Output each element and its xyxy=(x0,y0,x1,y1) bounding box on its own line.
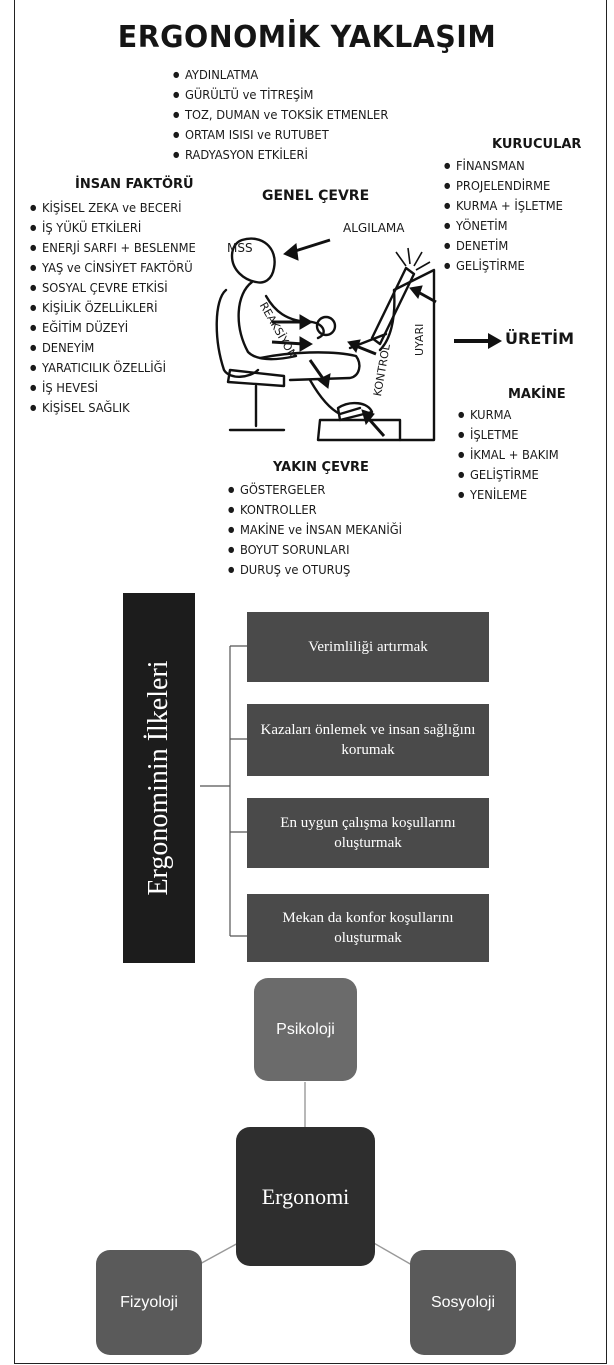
yakin-header: YAKIN ÇEVRE xyxy=(273,460,369,475)
list-item: GELİŞTİRME xyxy=(444,256,563,276)
principle-box-kaza: Kazaları önlemek ve insan sağlığını koru… xyxy=(247,704,489,776)
list-item: RADYASYON ETKİLERİ xyxy=(173,145,388,165)
list-item: İŞ HEVESİ xyxy=(30,378,196,398)
list-item: FİNANSMAN xyxy=(444,156,563,176)
principles-title: Ergonominin İlkeleri xyxy=(143,660,174,896)
list-item: KONTROLLER xyxy=(228,500,402,520)
list-item: TOZ, DUMAN ve TOKSİK ETMENLER xyxy=(173,105,388,125)
list-item: GÜRÜLTÜ ve TİTREŞİM xyxy=(173,85,388,105)
list-item: YAŞ ve CİNSİYET FAKTÖRÜ xyxy=(30,258,196,278)
principles-connector xyxy=(200,645,247,937)
list-item: İŞ YÜKÜ ETKİLERİ xyxy=(30,218,196,238)
list-item: İŞLETME xyxy=(458,425,559,445)
worker-figure xyxy=(215,237,437,442)
kurucular-list: FİNANSMAN PROJELENDİRME KURMA + İŞLETME … xyxy=(444,156,563,276)
sosyoloji-box: Sosyoloji xyxy=(410,1250,516,1355)
list-item: KURMA xyxy=(458,405,559,425)
fizyoloji-box: Fizyoloji xyxy=(96,1250,202,1355)
list-item: ENERJİ SARFI + BESLENME xyxy=(30,238,196,258)
kurucular-header: KURUCULAR xyxy=(492,137,582,152)
principle-box-calisma: En uygun çalışma koşullarını oluşturmak xyxy=(247,798,489,868)
chair-back xyxy=(215,288,260,378)
leg-shape xyxy=(308,378,362,416)
list-item: GÖSTERGELER xyxy=(228,480,402,500)
uyari-label: UYARI xyxy=(413,323,426,356)
environment-list: AYDINLATMA GÜRÜLTÜ ve TİTREŞİM TOZ, DUMA… xyxy=(173,65,388,165)
thigh-shape xyxy=(258,351,361,382)
uretim-label: ÜRETİM xyxy=(505,329,575,348)
list-item: DENETİM xyxy=(444,236,563,256)
yakin-list: GÖSTERGELER KONTROLLER MAKİNE ve İNSAN M… xyxy=(228,480,402,580)
insan-header: İNSAN FAKTÖRÜ xyxy=(75,177,194,192)
genel-cevre-label: GENEL ÇEVRE xyxy=(262,188,370,204)
list-item: GELİŞTİRME xyxy=(458,465,559,485)
mss-label: MSS xyxy=(227,241,253,255)
list-item: EĞİTİM DÜZEYİ xyxy=(30,318,196,338)
list-item: BOYUT SORUNLARI xyxy=(228,540,402,560)
list-item: DURUŞ ve OTURUŞ xyxy=(228,560,402,580)
principle-box-konfor: Mekan da konfor koşullarını oluşturmak xyxy=(247,894,489,962)
list-item: YARATICILIK ÖZELLİĞİ xyxy=(30,358,196,378)
pedal-block xyxy=(316,418,402,442)
ergonomi-center-box: Ergonomi xyxy=(236,1127,375,1266)
list-item: KİŞİLİK ÖZELLİKLERİ xyxy=(30,298,196,318)
list-item: PROJELENDİRME xyxy=(444,176,563,196)
list-item: İKMAL + BAKIM xyxy=(458,445,559,465)
makine-list: KURMA İŞLETME İKMAL + BAKIM GELİŞTİRME Y… xyxy=(458,405,559,505)
makine-header: MAKİNE xyxy=(508,387,566,402)
list-item: SOSYAL ÇEVRE ETKİSİ xyxy=(30,278,196,298)
chair-seat xyxy=(226,368,286,388)
list-item: KİŞİSEL SAĞLIK xyxy=(30,398,196,418)
principle-box-verimlilik: Verimliliği artırmak xyxy=(247,612,489,682)
list-item: ORTAM ISISI ve RUTUBET xyxy=(173,125,388,145)
uretim-arrow xyxy=(454,333,502,349)
list-item: YENİLEME xyxy=(458,485,559,505)
insan-list: KİŞİSEL ZEKA ve BECERİ İŞ YÜKÜ ETKİLERİ … xyxy=(30,198,196,418)
page-title: ERGONOMİK YAKLAŞIM xyxy=(117,20,497,55)
hand-shape xyxy=(315,315,337,337)
list-item: MAKİNE ve İNSAN MEKANİĞİ xyxy=(228,520,402,540)
algilama-label: ALGILAMA xyxy=(343,221,405,235)
disciplines-connectors xyxy=(197,1082,413,1266)
list-item: YÖNETİM xyxy=(444,216,563,236)
panel-shape xyxy=(370,266,416,346)
list-item: AYDINLATMA xyxy=(173,65,388,85)
list-item: KİŞİSEL ZEKA ve BECERİ xyxy=(30,198,196,218)
psikoloji-box: Psikoloji xyxy=(254,978,357,1081)
head-shape xyxy=(230,237,276,284)
foot-shape xyxy=(336,401,374,422)
list-item: DENEYİM xyxy=(30,338,196,358)
torso-shape xyxy=(237,280,298,361)
principles-bar: Ergonominin İlkeleri xyxy=(123,593,195,963)
page-frame xyxy=(14,0,607,1364)
list-item: KURMA + İŞLETME xyxy=(444,196,563,216)
